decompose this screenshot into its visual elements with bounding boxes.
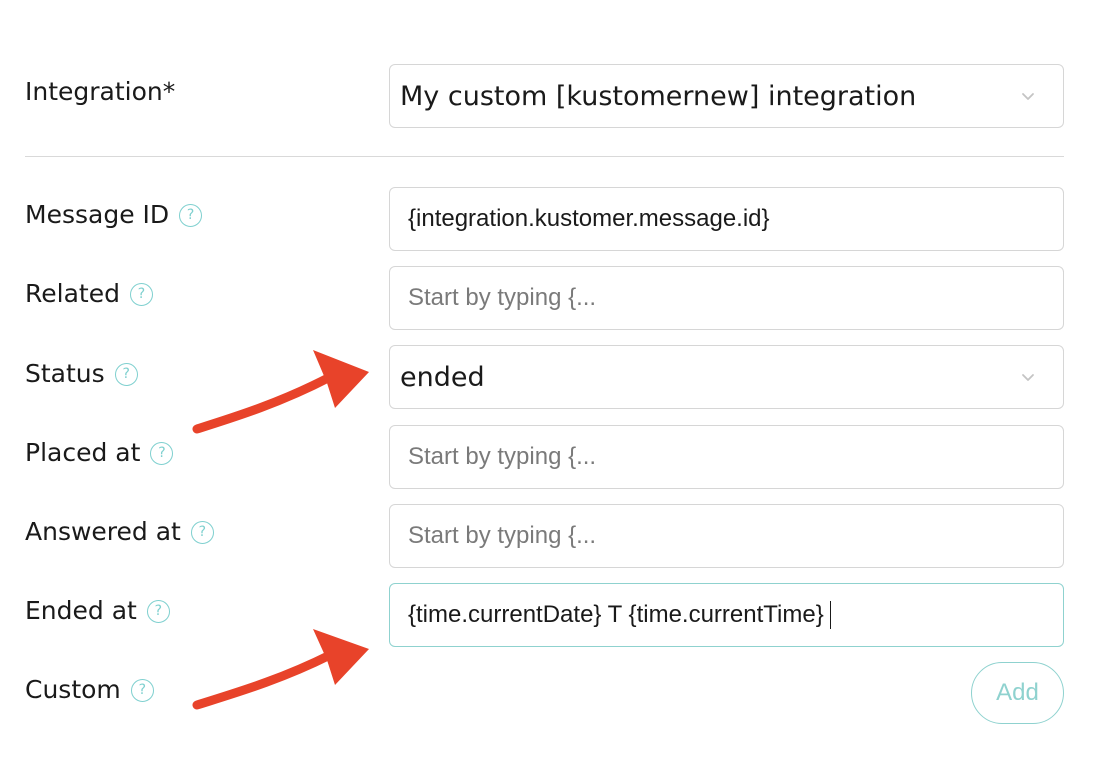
custom-label: Custom ? xyxy=(25,674,154,706)
ended-at-value: {time.currentDate} T {time.currentTime} xyxy=(408,601,824,628)
integration-label: Integration* xyxy=(25,76,175,108)
placed-at-label-text: Placed at xyxy=(25,438,141,467)
help-icon[interactable]: ? xyxy=(129,282,153,306)
arrow-annotation-icon xyxy=(192,629,369,710)
message-id-value: {integration.kustomer.message.id} xyxy=(408,205,770,232)
help-icon[interactable]: ? xyxy=(114,362,138,386)
help-icon[interactable]: ? xyxy=(150,441,174,465)
add-button[interactable]: Add xyxy=(971,662,1064,724)
status-label: Status ? xyxy=(25,358,138,390)
custom-label-text: Custom xyxy=(25,675,121,704)
message-id-input[interactable]: {integration.kustomer.message.id} xyxy=(389,187,1064,251)
chevron-down-icon xyxy=(1022,93,1034,100)
help-icon[interactable]: ? xyxy=(146,599,170,623)
ended-at-label-text: Ended at xyxy=(25,596,137,625)
related-label-text: Related xyxy=(25,279,120,308)
integration-label-text: Integration* xyxy=(25,77,176,106)
status-select[interactable]: ended xyxy=(389,345,1064,409)
help-icon[interactable]: ? xyxy=(190,520,214,544)
chevron-down-icon xyxy=(1022,374,1034,381)
related-input[interactable]: Start by typing {... xyxy=(389,266,1064,330)
answered-at-label: Answered at ? xyxy=(25,516,214,548)
text-caret xyxy=(829,601,832,629)
help-icon[interactable]: ? xyxy=(130,678,154,702)
answered-at-input[interactable]: Start by typing {... xyxy=(389,504,1064,568)
ended-at-label: Ended at ? xyxy=(25,595,170,627)
message-id-label-text: Message ID xyxy=(25,200,170,229)
help-icon[interactable]: ? xyxy=(179,203,203,227)
answered-at-placeholder: Start by typing {... xyxy=(408,522,597,549)
placed-at-input[interactable]: Start by typing {... xyxy=(389,425,1064,489)
message-id-label: Message ID ? xyxy=(25,199,203,231)
integration-select[interactable]: My custom [kustomernew] integration xyxy=(389,64,1064,128)
status-select-value: ended xyxy=(400,361,485,393)
section-divider xyxy=(25,156,1064,157)
status-label-text: Status xyxy=(25,359,105,388)
answered-at-label-text: Answered at xyxy=(25,517,181,546)
placed-at-label: Placed at ? xyxy=(25,437,174,469)
placed-at-placeholder: Start by typing {... xyxy=(408,443,597,470)
related-label: Related ? xyxy=(25,278,153,310)
integration-select-value: My custom [kustomernew] integration xyxy=(400,80,917,112)
ended-at-input[interactable]: {time.currentDate} T {time.currentTime} xyxy=(389,583,1064,647)
related-placeholder: Start by typing {... xyxy=(408,284,597,311)
arrow-annotation-icon xyxy=(192,350,369,434)
